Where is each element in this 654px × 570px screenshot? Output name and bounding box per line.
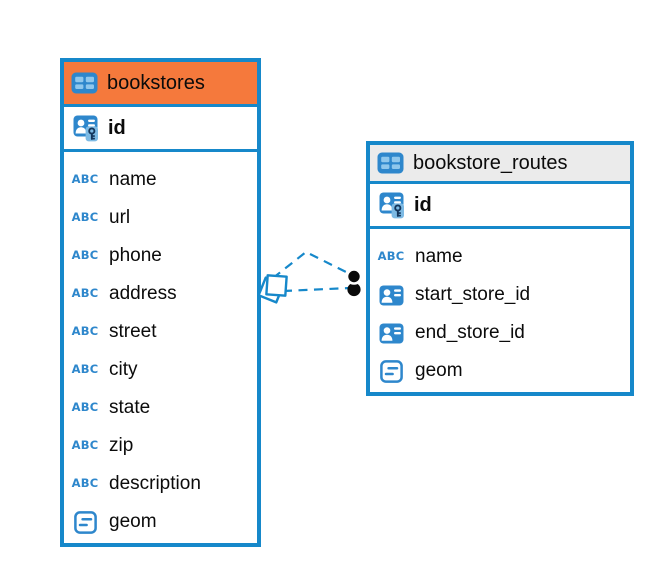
text-type-icon: ABC xyxy=(71,438,99,453)
text-type-icon: ABC xyxy=(377,249,405,264)
table-row[interactable]: id xyxy=(64,107,257,152)
primary-key-icon xyxy=(73,115,98,141)
column-name: start_store_id xyxy=(415,284,531,305)
text-type-icon: ABC xyxy=(71,362,99,377)
table-row[interactable]: ABC url xyxy=(64,199,257,237)
column-name: city xyxy=(109,359,138,380)
table-row[interactable]: ABC phone xyxy=(64,237,257,275)
relationship-line-upper[interactable] xyxy=(272,250,351,279)
column-name: geom xyxy=(415,360,463,381)
relationship-dot-upper xyxy=(345,268,363,285)
diamond-back xyxy=(257,276,285,304)
primary-key-icon xyxy=(379,192,404,218)
relationship-dot-markers[interactable] xyxy=(345,268,363,297)
relationship-line-group[interactable] xyxy=(272,250,351,293)
column-name: address xyxy=(109,283,177,304)
table-row[interactable]: geom xyxy=(370,352,630,390)
table-row[interactable]: id xyxy=(370,184,630,229)
text-type-icon: ABC xyxy=(71,324,99,339)
relationship-dot-lower xyxy=(347,282,361,297)
table-row[interactable]: geom xyxy=(64,503,257,541)
column-name: url xyxy=(109,207,131,228)
table-row[interactable]: ABC description xyxy=(64,465,257,503)
table-row[interactable]: ABC name xyxy=(370,238,630,276)
table-icon xyxy=(71,72,98,94)
column-name: name xyxy=(109,169,157,190)
table-row[interactable]: start_store_id xyxy=(370,276,630,314)
column-name: geom xyxy=(109,511,157,532)
text-type-icon: ABC xyxy=(71,400,99,415)
text-type-icon: ABC xyxy=(71,210,99,225)
table-row[interactable]: ABC street xyxy=(64,313,257,351)
table-row[interactable]: ABC city xyxy=(64,351,257,389)
relationship-line-lower[interactable] xyxy=(282,286,351,293)
table-row[interactable]: end_store_id xyxy=(370,314,630,352)
diamond-front xyxy=(265,274,288,297)
table-header[interactable]: bookstores xyxy=(64,62,257,107)
column-name: id xyxy=(414,193,432,216)
object-type-icon xyxy=(379,359,403,383)
text-type-icon: ABC xyxy=(71,248,99,263)
column-name: state xyxy=(109,397,151,418)
column-name: end_store_id xyxy=(415,322,525,343)
object-type-icon xyxy=(73,510,97,534)
table-row[interactable]: ABC state xyxy=(64,389,257,427)
table-row[interactable]: ABC address xyxy=(64,275,257,313)
table-icon xyxy=(377,152,404,174)
text-type-icon: ABC xyxy=(71,286,99,301)
user-ref-icon xyxy=(379,285,403,305)
column-name: zip xyxy=(109,435,134,456)
user-ref-icon xyxy=(379,323,403,343)
relationship-diamond-marker[interactable] xyxy=(257,274,288,304)
column-name: phone xyxy=(109,245,162,266)
table-title: bookstores xyxy=(107,71,205,94)
table-title: bookstore_routes xyxy=(413,151,568,174)
column-name: street xyxy=(109,321,157,342)
column-name: description xyxy=(109,473,201,494)
table-header[interactable]: bookstore_routes xyxy=(370,145,630,184)
text-type-icon: ABC xyxy=(71,172,99,187)
column-name: id xyxy=(108,116,126,139)
table-row[interactable]: ABC name xyxy=(64,161,257,199)
table-row[interactable]: ABC zip xyxy=(64,427,257,465)
column-name: name xyxy=(415,246,463,267)
text-type-icon: ABC xyxy=(71,476,99,491)
